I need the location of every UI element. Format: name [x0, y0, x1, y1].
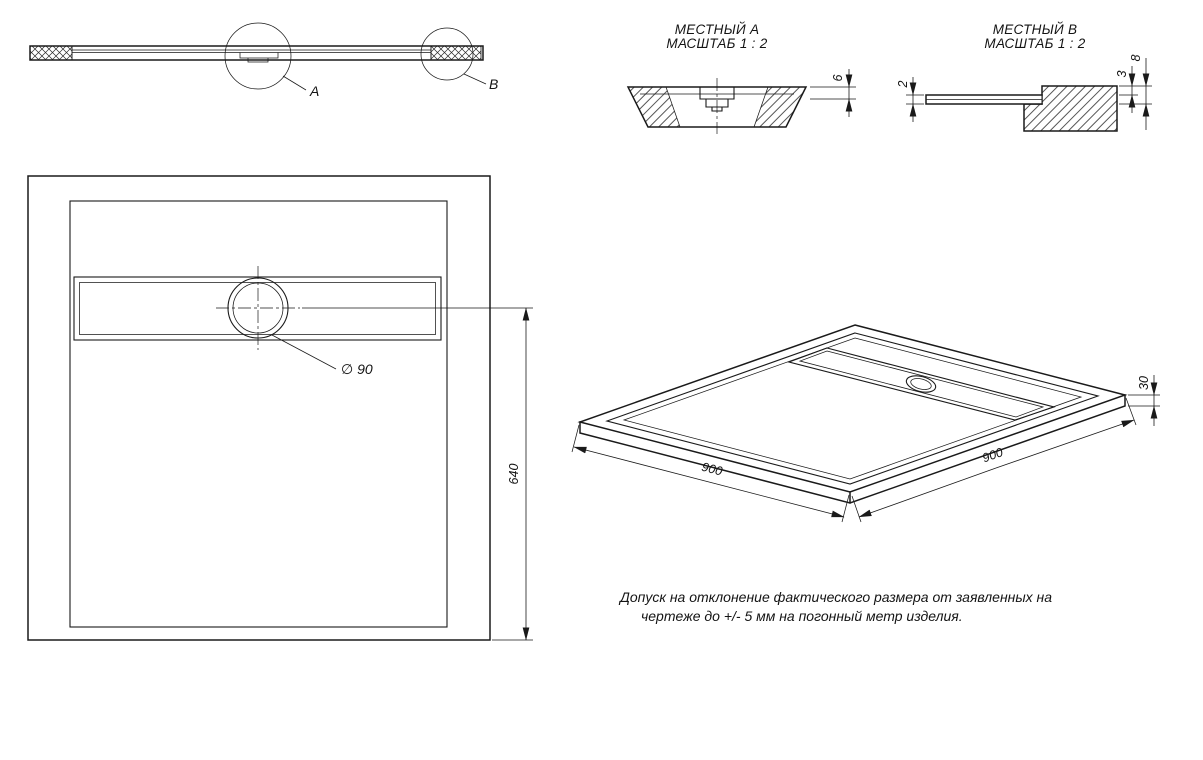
- detail-a-scale: МАСШТАБ 1 : 2: [666, 36, 767, 51]
- dimension-value-3: 3: [1115, 70, 1129, 77]
- tray-inner-edge: [69, 200, 448, 628]
- detail-view-a: МЕСТНЫЙ А МАСШТАБ 1 : 2 6: [626, 21, 856, 134]
- hatch-region-right: [754, 87, 806, 127]
- iso-view: 900 900 30: [571, 324, 1160, 523]
- detail-callout-a-label: A: [309, 83, 319, 99]
- rim-inner-edge: [622, 337, 1083, 480]
- detail-b-scale: МАСШТАБ 1 : 2: [984, 36, 1085, 51]
- tray-outer-edge: [27, 175, 491, 641]
- dimension-value-900-width: 900: [700, 460, 724, 479]
- channel-outer-edge: [73, 276, 442, 341]
- dimension-value-6: 6: [831, 74, 845, 81]
- dimension-line-width-left: [573, 446, 710, 483]
- drain-ellipse-inner: [910, 378, 932, 390]
- tolerance-note-line1: Допуск на отклонение фактического размер…: [618, 589, 1052, 605]
- detail-callout-a-circle: [224, 22, 292, 90]
- dimension-value-640: 640: [507, 464, 521, 485]
- section-profile-outline: [29, 45, 484, 61]
- detail-view-b: МЕСТНЫЙ В МАСШТАБ 1 : 2 2 3 8: [896, 21, 1152, 132]
- channel-outer-edge: [787, 347, 1056, 421]
- dimension-value-900-depth: 900: [981, 445, 1005, 465]
- channel-inner-edge: [79, 282, 436, 335]
- tray-thickness-edges: [579, 394, 1126, 504]
- detail-callout-b-circle: [420, 27, 474, 81]
- part-outline: [626, 86, 808, 128]
- section-view: A B: [29, 22, 498, 99]
- drain-ellipse-outer: [905, 375, 937, 393]
- tolerance-note: Допуск на отклонение фактического размер…: [618, 589, 1052, 624]
- dimension-value-2: 2: [896, 80, 910, 88]
- drain-leader-line: [271, 334, 337, 370]
- drain-diameter-label: ∅ 90: [341, 361, 373, 377]
- extension-lines-left: [906, 94, 924, 105]
- rim-outer-edge: [605, 332, 1100, 485]
- dimension-line-depth-left: [858, 467, 997, 518]
- extension-lines-thickness: [1128, 394, 1160, 407]
- extension-lines: [302, 307, 533, 641]
- hatch-region-left: [628, 87, 680, 127]
- dimension-value-30: 30: [1137, 376, 1151, 390]
- extension-lines-right: [1119, 85, 1152, 105]
- hatch-region-left: [29, 45, 73, 61]
- detail-a-title: МЕСТНЫЙ А: [675, 21, 760, 37]
- wall-hatch-region: [1024, 86, 1117, 131]
- channel-inner-edge: [798, 350, 1045, 418]
- detail-b-title: МЕСТНЫЙ В: [993, 21, 1078, 37]
- section-layer-lines: [71, 46, 432, 60]
- extension-lines-width: [571, 424, 850, 523]
- dimension-value-8: 8: [1129, 54, 1143, 61]
- hatch-region-right: [430, 45, 482, 61]
- tolerance-note-line2: чертеже до +/- 5 мм на погонный метр изд…: [641, 608, 963, 624]
- drain-trap-profile: [239, 52, 279, 63]
- dimension-line-depth-right: [995, 419, 1135, 469]
- leader-line-b: [463, 73, 487, 85]
- plan-view: ∅ 90 640: [27, 175, 533, 641]
- tray-top-outline: [577, 324, 1128, 493]
- drain-center-lines: [216, 266, 300, 350]
- detail-callout-b-label: B: [489, 76, 498, 92]
- leader-line-a: [282, 75, 307, 91]
- dimension-line-width-right: [708, 481, 845, 518]
